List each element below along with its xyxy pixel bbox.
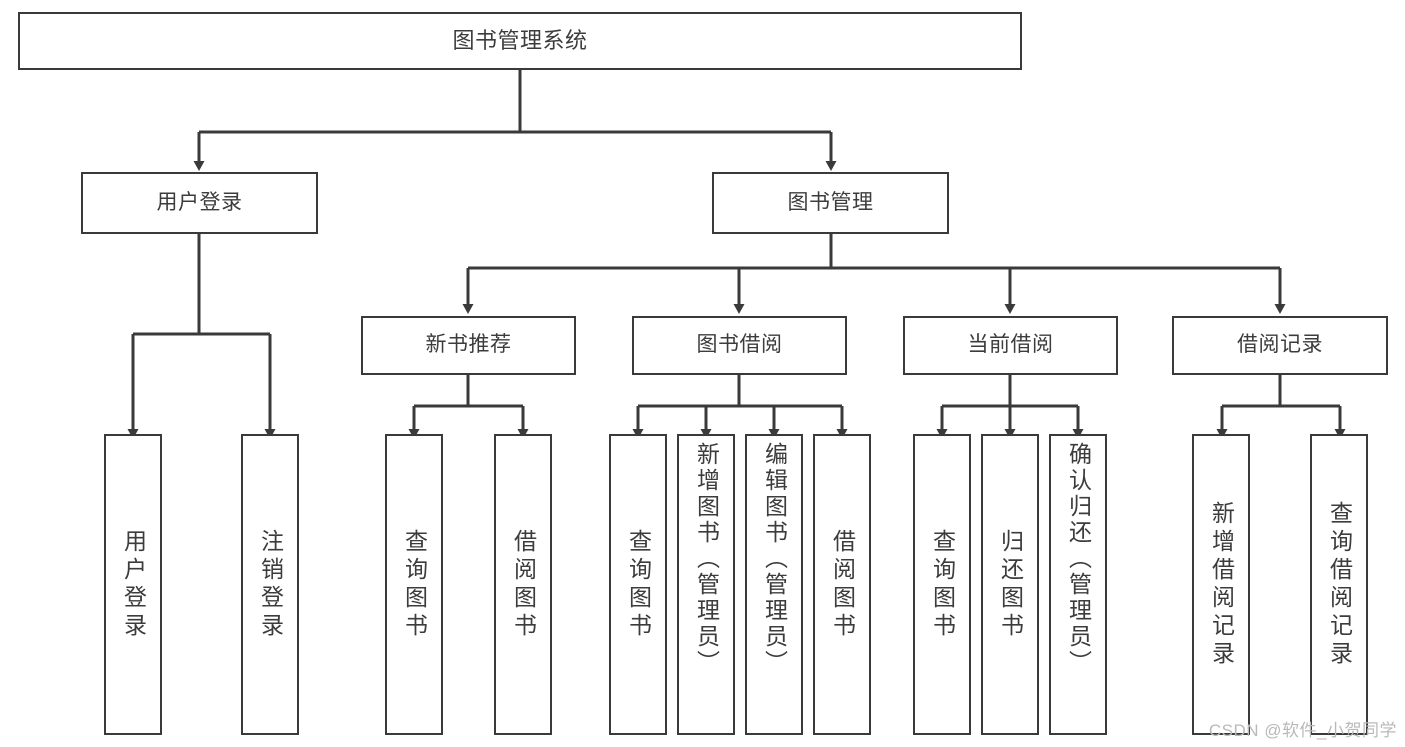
leaf-query-book-borrow[interactable]: 查询图书 xyxy=(609,434,667,735)
node-label: 确认归还（管理员） xyxy=(1065,442,1092,676)
node-label: 查询借阅记录 xyxy=(1326,500,1353,669)
node-label: 用户登录 xyxy=(156,190,243,214)
node-label: 新增图书（管理员） xyxy=(693,442,720,676)
watermark: CSDN @软件_小贺同学 xyxy=(1208,721,1397,740)
node-label: 新增借阅记录 xyxy=(1208,500,1235,669)
node-label: 查询图书 xyxy=(929,528,956,641)
leaf-query-book-current[interactable]: 查询图书 xyxy=(913,434,971,735)
node-label: 用户登录 xyxy=(120,528,147,641)
node-current-borrow[interactable]: 当前借阅 xyxy=(903,316,1118,375)
node-root-system[interactable]: 图书管理系统 xyxy=(18,12,1022,70)
node-book-management[interactable]: 图书管理 xyxy=(712,172,949,234)
node-label: 借阅图书 xyxy=(829,528,856,641)
leaf-edit-book-admin[interactable]: 编辑图书（管理员） xyxy=(745,434,803,735)
node-label: 图书借阅 xyxy=(696,333,783,357)
node-label: 借阅图书 xyxy=(510,528,537,641)
node-new-book-recommend[interactable]: 新书推荐 xyxy=(361,316,576,375)
leaf-add-book-admin[interactable]: 新增图书（管理员） xyxy=(677,434,735,735)
node-user-login[interactable]: 用户登录 xyxy=(81,172,318,234)
node-label: 归还图书 xyxy=(997,528,1024,641)
leaf-query-book-recommend[interactable]: 查询图书 xyxy=(385,434,443,735)
leaf-borrow-book-recommend[interactable]: 借阅图书 xyxy=(494,434,552,735)
node-label: 查询图书 xyxy=(401,528,428,641)
node-label: 当前借阅 xyxy=(967,333,1054,357)
leaf-query-borrow-record[interactable]: 查询借阅记录 xyxy=(1310,434,1368,735)
node-borrow-record[interactable]: 借阅记录 xyxy=(1172,316,1388,375)
leaf-confirm-return-admin[interactable]: 确认归还（管理员） xyxy=(1049,434,1107,735)
node-label: 查询图书 xyxy=(625,528,652,641)
leaf-return-book[interactable]: 归还图书 xyxy=(981,434,1039,735)
node-label: 注销登录 xyxy=(257,528,284,641)
node-label: 借阅记录 xyxy=(1237,333,1323,357)
leaf-user-login[interactable]: 用户登录 xyxy=(104,434,162,735)
leaf-borrow-book[interactable]: 借阅图书 xyxy=(813,434,871,735)
node-label: 新书推荐 xyxy=(425,333,512,357)
node-label: 图书管理 xyxy=(787,190,874,214)
leaf-add-borrow-record[interactable]: 新增借阅记录 xyxy=(1192,434,1250,735)
leaf-logout[interactable]: 注销登录 xyxy=(241,434,299,735)
node-label: 图书管理系统 xyxy=(452,28,588,54)
node-book-borrow[interactable]: 图书借阅 xyxy=(632,316,847,375)
node-label: 编辑图书（管理员） xyxy=(761,442,788,676)
